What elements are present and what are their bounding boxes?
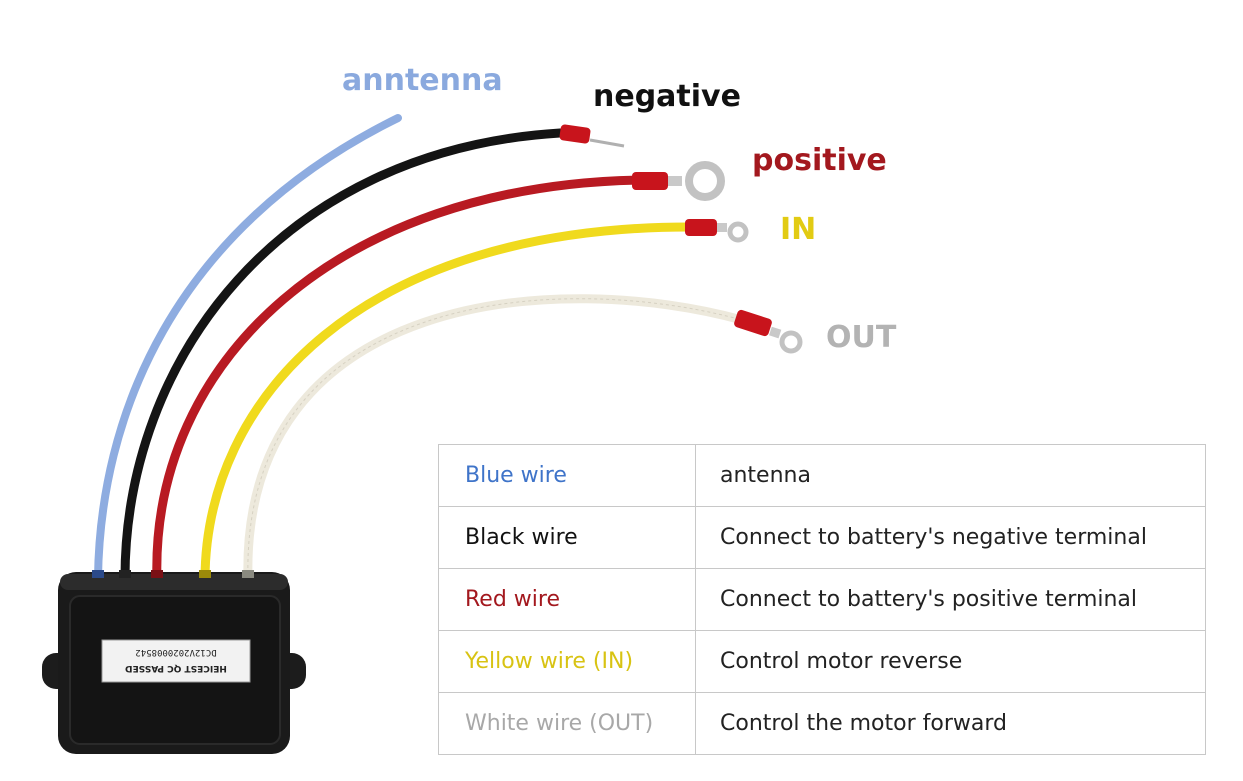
table-row: Blue wire antenna <box>438 444 1206 507</box>
negative-label: negative <box>593 79 741 114</box>
table-row: White wire (OUT) Control the motor forwa… <box>438 692 1206 755</box>
red-wire <box>152 175 645 585</box>
wire-description-cell: Connect to battery's negative terminal <box>695 506 1206 569</box>
wire-name-cell: Red wire <box>438 568 696 631</box>
in-label: IN <box>780 212 817 247</box>
device-sticker: DC12V2020008542 HEICEST QC PASSED <box>101 639 251 683</box>
antenna-label: anntenna <box>342 63 503 98</box>
wire-name-cell: Yellow wire (IN) <box>438 630 696 693</box>
wire-description-cell: Control motor reverse <box>695 630 1206 693</box>
wire-name-cell: Black wire <box>438 506 696 569</box>
yellow-wire <box>200 222 700 585</box>
wire-description-cell: Control the motor forward <box>695 692 1206 755</box>
blue-wire <box>94 114 402 582</box>
wire-legend-table: Blue wire antenna Black wire Connect to … <box>438 444 1206 755</box>
device-label-line1: DC12V2020008542 <box>135 647 216 657</box>
control-box: DC12V2020008542 HEICEST QC PASSED <box>42 572 306 754</box>
positive-label: positive <box>752 143 887 178</box>
wire-description-cell: antenna <box>695 444 1206 507</box>
table-row: Red wire Connect to battery's positive t… <box>438 568 1206 631</box>
wire-name-cell: White wire (OUT) <box>438 692 696 755</box>
out-label: OUT <box>826 320 897 355</box>
black-wire <box>120 128 565 583</box>
positive-terminal <box>632 161 725 201</box>
in-terminal <box>685 219 749 243</box>
device-label-line2: HEICEST QC PASSED <box>125 663 227 673</box>
negative-terminal <box>559 124 625 148</box>
out-terminal <box>734 309 803 354</box>
wire-description-cell: Connect to battery's positive terminal <box>695 568 1206 631</box>
table-row: Black wire Connect to battery's negative… <box>438 506 1206 569</box>
wire-name-cell: Blue wire <box>438 444 696 507</box>
table-row: Yellow wire (IN) Control motor reverse <box>438 630 1206 693</box>
